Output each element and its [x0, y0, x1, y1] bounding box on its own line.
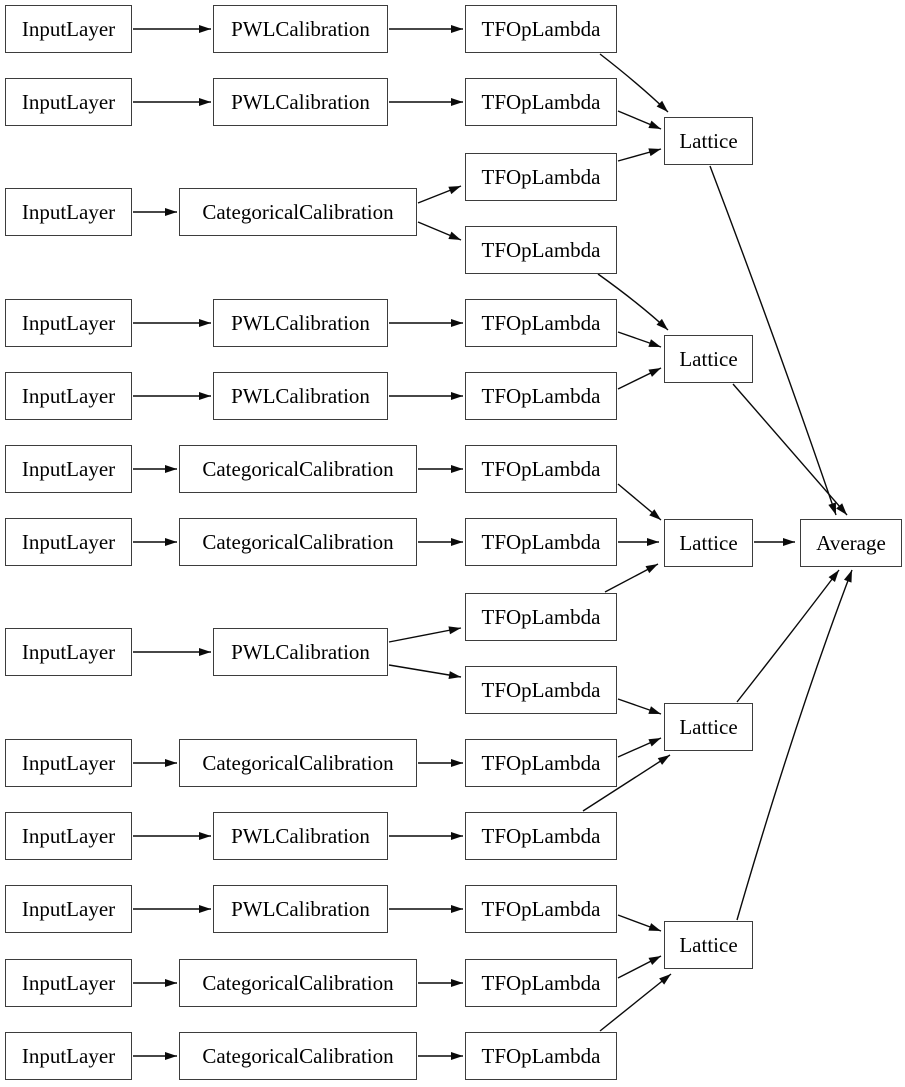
node-tf-op-lambda: TFOpLambda	[465, 299, 617, 347]
edge-arrow	[617, 914, 662, 932]
node-tf-op-lambda: TFOpLambda	[465, 226, 617, 274]
node-lattice: Lattice	[664, 519, 753, 567]
node-categorical-calibration: CategoricalCalibration	[179, 739, 417, 787]
node-input-layer: InputLayer	[5, 885, 132, 933]
edge-arrow	[599, 973, 672, 1032]
node-lattice: Lattice	[664, 335, 753, 383]
edge-arrow	[732, 383, 848, 516]
node-tf-op-lambda: TFOpLambda	[465, 959, 617, 1007]
node-pwl-calibration: PWLCalibration	[213, 372, 388, 420]
edge-arrow	[617, 698, 662, 715]
node-input-layer: InputLayer	[5, 739, 132, 787]
edge-arrow	[617, 737, 662, 758]
edge-arrow	[388, 626, 462, 643]
node-input-layer: InputLayer	[5, 628, 132, 676]
edge-arrow	[582, 754, 671, 812]
node-lattice: Lattice	[664, 117, 753, 165]
node-tf-op-lambda: TFOpLambda	[465, 812, 617, 860]
edge-arrow	[617, 367, 662, 390]
edge-arrow	[388, 664, 462, 679]
edge-arrow	[736, 569, 853, 921]
node-categorical-calibration: CategoricalCalibration	[179, 188, 417, 236]
node-input-layer: InputLayer	[5, 5, 132, 53]
node-input-layer: InputLayer	[5, 299, 132, 347]
node-input-layer: InputLayer	[5, 372, 132, 420]
node-pwl-calibration: PWLCalibration	[213, 812, 388, 860]
node-tf-op-lambda: TFOpLambda	[465, 593, 617, 641]
node-tf-op-lambda: TFOpLambda	[465, 666, 617, 714]
node-categorical-calibration: CategoricalCalibration	[179, 445, 417, 493]
node-tf-op-lambda: TFOpLambda	[465, 518, 617, 566]
node-tf-op-lambda: TFOpLambda	[465, 885, 617, 933]
edge-arrow	[617, 955, 662, 979]
node-tf-op-lambda: TFOpLambda	[465, 5, 617, 53]
node-pwl-calibration: PWLCalibration	[213, 628, 388, 676]
node-pwl-calibration: PWLCalibration	[213, 299, 388, 347]
node-pwl-calibration: PWLCalibration	[213, 885, 388, 933]
edge-arrow	[709, 165, 837, 516]
edge-arrow	[617, 110, 662, 130]
node-pwl-calibration: PWLCalibration	[213, 78, 388, 126]
node-tf-op-lambda: TFOpLambda	[465, 1032, 617, 1080]
node-tf-op-lambda: TFOpLambda	[465, 78, 617, 126]
node-input-layer: InputLayer	[5, 1032, 132, 1080]
node-average: Average	[800, 519, 902, 567]
node-input-layer: InputLayer	[5, 445, 132, 493]
edge-arrow	[617, 148, 662, 162]
node-tf-op-lambda: TFOpLambda	[465, 445, 617, 493]
node-input-layer: InputLayer	[5, 518, 132, 566]
node-input-layer: InputLayer	[5, 812, 132, 860]
edge-arrow	[417, 221, 462, 241]
edge-arrow	[617, 483, 662, 521]
node-categorical-calibration: CategoricalCalibration	[179, 518, 417, 566]
node-categorical-calibration: CategoricalCalibration	[179, 1032, 417, 1080]
node-pwl-calibration: PWLCalibration	[213, 5, 388, 53]
node-lattice: Lattice	[664, 921, 753, 969]
edge-arrow	[417, 185, 462, 204]
edge-arrow	[597, 273, 669, 331]
node-input-layer: InputLayer	[5, 188, 132, 236]
node-lattice: Lattice	[664, 703, 753, 751]
node-categorical-calibration: CategoricalCalibration	[179, 959, 417, 1007]
edge-arrow	[604, 563, 659, 593]
node-tf-op-lambda: TFOpLambda	[465, 153, 617, 201]
node-input-layer: InputLayer	[5, 959, 132, 1007]
node-input-layer: InputLayer	[5, 78, 132, 126]
edge-arrow	[599, 53, 669, 113]
node-tf-op-lambda: TFOpLambda	[465, 372, 617, 420]
node-tf-op-lambda: TFOpLambda	[465, 739, 617, 787]
edge-arrow	[617, 331, 662, 348]
edge-arrow	[736, 569, 840, 703]
